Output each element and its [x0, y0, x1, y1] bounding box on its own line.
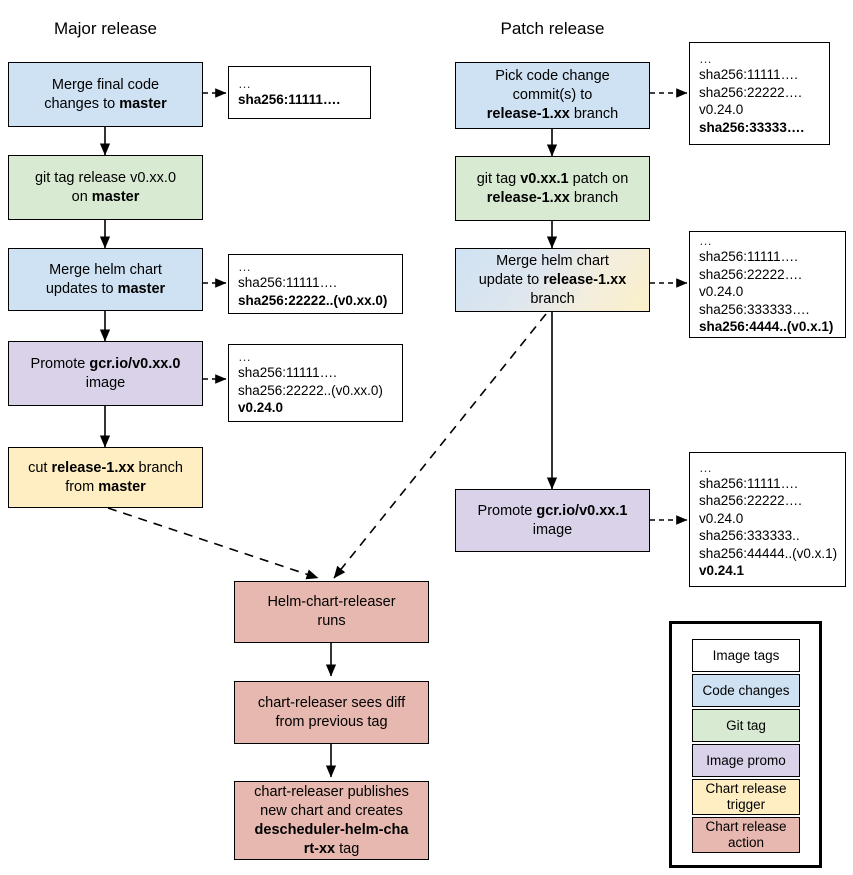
legend-item-git-tag-label: Git tag — [726, 717, 766, 733]
note-line: … — [699, 459, 713, 475]
legend-item-image-tags-label: Image tags — [712, 647, 780, 663]
legend-item-chart-release-trigger[interactable]: Chart release trigger — [692, 779, 800, 815]
legend-item-image-promo[interactable]: Image promo — [692, 744, 800, 777]
note-line: … — [238, 349, 252, 365]
note-line: … — [699, 51, 713, 66]
legend-item-code-changes[interactable]: Code changes — [692, 674, 800, 707]
legend-panel: Image tags Code changes Git tag Image pr… — [669, 621, 822, 868]
edge-cutbranch-to-releaser — [107, 507, 319, 580]
note-line: sha256:22222..(v0.xx.0) — [238, 382, 383, 398]
note-line: sha256:22222..(v0.xx.0) — [238, 292, 388, 308]
note-line: sha256:11111…. — [699, 475, 798, 491]
note-line: … — [699, 233, 713, 249]
legend-item-chart-release-action-label: Chart release action — [705, 819, 787, 850]
note-line: sha256:44444..(v0.x.1) — [699, 545, 838, 561]
note-line: v0.24.0 — [699, 284, 744, 300]
note-line: sha256:333333.. — [699, 528, 800, 543]
note-line: sha256:11111…. — [699, 67, 798, 82]
legend-item-image-tags[interactable]: Image tags — [692, 639, 800, 672]
note-line: v0.24.0 — [699, 510, 744, 526]
note-line: sha256:22222…. — [699, 266, 802, 282]
note-line: sha256:22222…. — [699, 493, 802, 508]
legend-item-chart-release-trigger-label: Chart release trigger — [705, 781, 787, 812]
note-line: sha256:4444..(v0.x.1) — [699, 319, 834, 335]
note-major-1: …sha256:11111…. — [228, 66, 371, 119]
note-line: sha256:11111…. — [238, 275, 337, 290]
note-line: sha256:33333…. — [699, 119, 805, 135]
note-line: … — [238, 76, 252, 92]
note-major-2: …sha256:11111…. sha256:22222..(v0.xx.0) — [228, 254, 403, 314]
note-line: v0.24.0 — [238, 400, 284, 416]
note-line: sha256:11111…. — [699, 249, 798, 265]
column-title-patch: Patch release — [500, 19, 605, 38]
note-line: sha256:22222…. — [699, 84, 802, 100]
legend-item-code-changes-label: Code changes — [702, 682, 790, 698]
note-line: … — [238, 259, 252, 274]
legend-item-git-tag[interactable]: Git tag — [692, 709, 800, 742]
note-patch-3: …sha256:11111…. sha256:22222…. v0.24.0 sha2… — [689, 452, 846, 587]
note-major-3: …sha256:11111….sha256:22222..(v0.xx.0) v0… — [228, 344, 403, 422]
note-line: v0.24.1 — [699, 563, 745, 578]
legend-item-image-promo-label: Image promo — [706, 752, 786, 768]
note-line: sha256:333333…. — [699, 301, 810, 317]
note-line: sha256:11111…. — [238, 92, 341, 108]
column-title-major: Major release — [54, 19, 157, 38]
note-line: sha256:11111…. — [238, 365, 337, 381]
legend-item-chart-release-action[interactable]: Chart release action — [692, 817, 800, 853]
note-patch-1: …sha256:11111…. sha256:22222…. v0.24.0 sha2… — [689, 42, 830, 145]
note-line: v0.24.0 — [699, 102, 744, 117]
